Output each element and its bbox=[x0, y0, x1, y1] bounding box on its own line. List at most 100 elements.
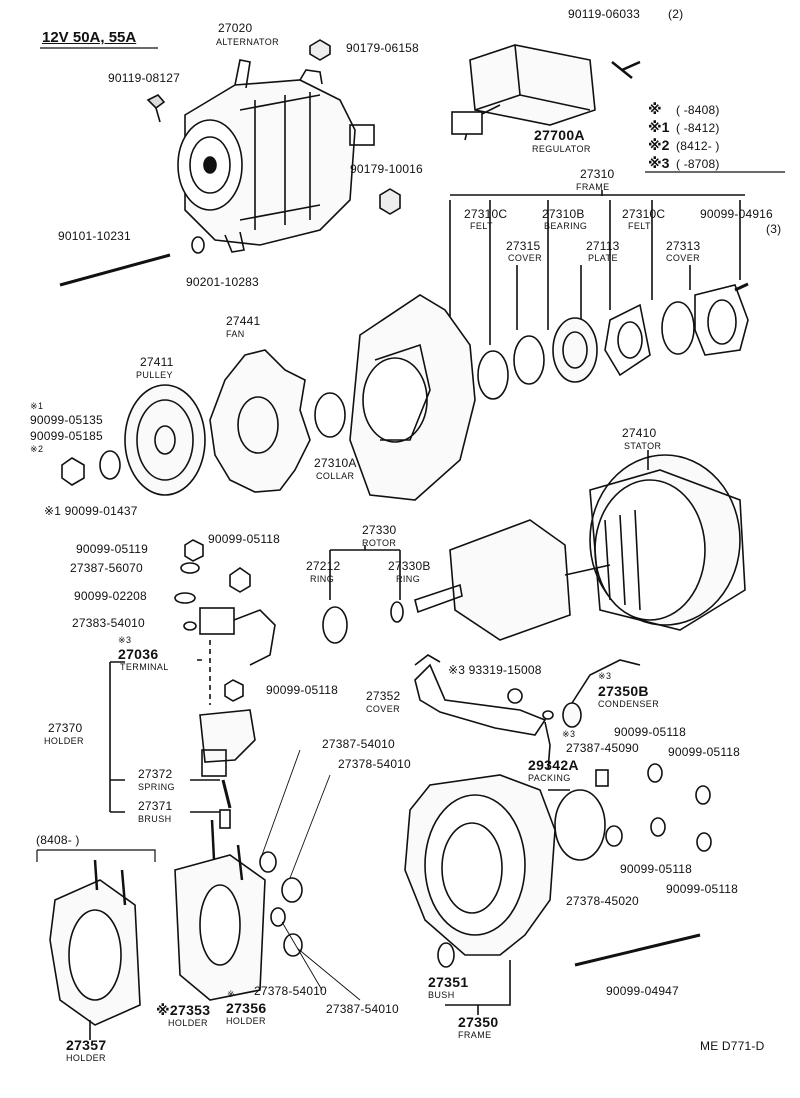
part-name: BRUSH bbox=[138, 814, 172, 824]
bushing-54010-b bbox=[270, 907, 286, 927]
part-name: HOLDER bbox=[66, 1053, 106, 1063]
part-name: HOLDER bbox=[44, 736, 84, 746]
part-number: ※1 90099-01437 bbox=[44, 504, 138, 518]
part-qty: (3) bbox=[766, 222, 782, 236]
part-name: FRAME bbox=[576, 182, 610, 192]
part-name: PULLEY bbox=[136, 370, 173, 380]
washer-56070 bbox=[180, 562, 200, 574]
part-name: HOLDER bbox=[226, 1016, 266, 1026]
part-number: 27330 bbox=[362, 523, 397, 537]
nut-05118-f bbox=[696, 832, 712, 852]
washer-90201-10283 bbox=[191, 236, 205, 254]
collar-drawing bbox=[314, 392, 346, 438]
part-number: 27350B bbox=[598, 683, 649, 699]
legend-mark-0: ※ bbox=[648, 101, 662, 117]
part-number: 90119-06033 bbox=[568, 7, 641, 21]
legend-range-3: ( -8708) bbox=[676, 157, 720, 171]
diagram-code: ME D771-D bbox=[700, 1039, 765, 1053]
part-number: 90179-06158 bbox=[346, 41, 419, 55]
insulator-54010-b bbox=[283, 933, 303, 957]
bush-drawing bbox=[437, 942, 455, 968]
part-name: BEARING bbox=[544, 221, 588, 231]
part-number: 27020 bbox=[218, 21, 253, 35]
part-qty: (2) bbox=[668, 7, 684, 21]
part-number: 27310C bbox=[464, 207, 508, 221]
part-name: CONDENSER bbox=[598, 699, 660, 709]
nut-05118-c bbox=[647, 763, 663, 783]
nut-90179-10016 bbox=[379, 188, 401, 215]
part-number: 90201-10283 bbox=[186, 275, 259, 289]
insulator-54010-a bbox=[259, 851, 277, 873]
legend-mark-2: ※2 bbox=[648, 137, 670, 153]
part-number: (8408- ) bbox=[36, 833, 80, 847]
drive-end-frame-drawing bbox=[349, 294, 476, 501]
felt-27310C-a-drawing bbox=[477, 350, 509, 400]
part-name: COLLAR bbox=[316, 471, 355, 481]
part-number: 90119-08127 bbox=[108, 71, 181, 85]
part-name: RING bbox=[310, 574, 335, 584]
spring-drawing bbox=[221, 779, 232, 809]
part-name: COVER bbox=[508, 253, 543, 263]
part-number: 90099-05118 bbox=[668, 745, 741, 759]
cover-27315-drawing bbox=[513, 335, 545, 385]
part-number: 27313 bbox=[666, 239, 701, 253]
brush-drawing bbox=[219, 809, 231, 829]
part-number: 90099-04916 bbox=[700, 207, 773, 221]
part-number: 90099-05118 bbox=[666, 882, 739, 896]
ring-27330B-drawing bbox=[390, 601, 404, 623]
part-name: TERMINAL bbox=[120, 662, 169, 672]
part-number: 27352 bbox=[366, 689, 401, 703]
alternator-drawing bbox=[177, 59, 375, 253]
part-name: FELT bbox=[470, 221, 493, 231]
part-mark: ※ bbox=[227, 989, 235, 999]
pulley-drawing bbox=[124, 384, 206, 496]
fastener-90179-06158 bbox=[309, 39, 331, 61]
part-number: 27387-56070 bbox=[70, 561, 143, 575]
part-number: 27378-54010 bbox=[338, 757, 411, 771]
legend-range-1: ( -8412) bbox=[676, 121, 720, 135]
packing-drawing bbox=[554, 789, 606, 861]
part-number: 27378-45020 bbox=[566, 894, 639, 908]
part-name: RING bbox=[396, 574, 421, 584]
part-name: STATOR bbox=[624, 441, 662, 451]
part-number: 27387-54010 bbox=[326, 1002, 399, 1016]
part-number: 27310C bbox=[622, 207, 666, 221]
bolt-90119-08127 bbox=[146, 94, 166, 123]
fan-drawing bbox=[209, 349, 311, 493]
part-number: 27700A bbox=[534, 127, 585, 143]
bearing-27310B-drawing bbox=[552, 317, 598, 383]
stator-drawing bbox=[589, 454, 746, 631]
part-mark: ※3 bbox=[118, 635, 132, 645]
nut-05118-b bbox=[224, 679, 244, 702]
part-name: FAN bbox=[226, 329, 245, 339]
part-name: ALTERNATOR bbox=[216, 37, 280, 47]
legend-range-2: (8412- ) bbox=[676, 139, 720, 153]
part-number: 27212 bbox=[306, 559, 341, 573]
bushing-54010-a bbox=[281, 877, 303, 903]
nut-05119 bbox=[184, 539, 204, 562]
legend-mark-3: ※3 bbox=[648, 155, 670, 171]
part-number: 90099-05118 bbox=[620, 862, 693, 876]
part-number: 27383-54010 bbox=[72, 616, 145, 630]
part-name: ROTOR bbox=[362, 538, 397, 548]
part-number: 27315 bbox=[506, 239, 541, 253]
terminal-assembly-drawing bbox=[183, 607, 276, 666]
part-name: COVER bbox=[666, 253, 701, 263]
part-number: 90099-02208 bbox=[74, 589, 147, 603]
part-number: 90099-05118 bbox=[266, 683, 339, 697]
part-mark: ※3 bbox=[598, 671, 612, 681]
part-number: 27357 bbox=[66, 1037, 107, 1053]
screw-90099-04916 bbox=[734, 282, 749, 292]
part-number: 90099-05119 bbox=[76, 542, 149, 556]
part-number: 27410 bbox=[622, 426, 657, 440]
washer-pulley-drawing bbox=[99, 450, 121, 480]
screw-93319 bbox=[507, 688, 523, 704]
part-number: 27356 bbox=[226, 1000, 267, 1016]
part-number: 27113 bbox=[586, 239, 620, 253]
holder-27357-drawing bbox=[49, 859, 141, 1026]
part-number: 90099-04947 bbox=[606, 984, 679, 998]
part-number: 90099-05118 bbox=[208, 532, 281, 546]
part-number: 27387-45090 bbox=[566, 741, 639, 755]
